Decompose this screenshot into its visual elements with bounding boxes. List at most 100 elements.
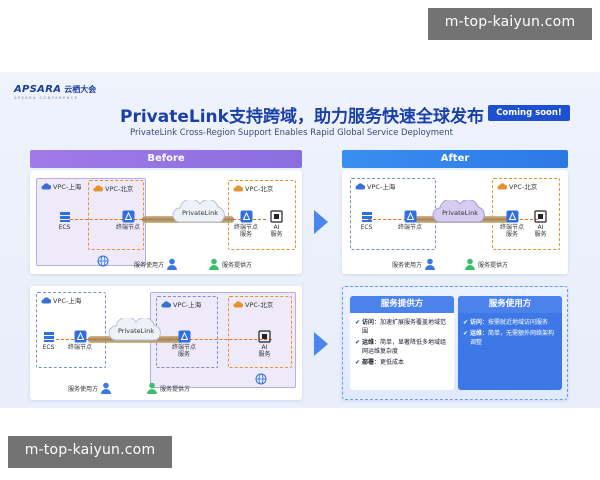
check-icon: ✔ [355,359,361,366]
check-icon: ✔ [355,319,361,326]
vpc-beijing-label: VPC-北京 [245,301,274,309]
ecs-label: ECS [58,224,71,231]
privatelink-label: PrivateLink [182,209,218,217]
globe-node [254,372,267,385]
cloud-icon [161,301,171,308]
endpoint-service-node: 终端节点 服务 [500,210,524,238]
endpoint-icon [122,210,135,223]
server-icon [58,210,71,223]
after-header: After [342,150,568,168]
apsara-logo: APSARA 云栖大会 APSARA CONFERENCE [14,84,97,100]
region-beijing: VPC-北京 [492,178,560,250]
user-icon [167,258,178,270]
user-icon [209,258,219,270]
benefit-item: ✔运维：简单，无需额外网络架构调整 [463,330,555,346]
endpoint-label: 终端节点 [398,224,423,231]
consumer-tag: 服务使用方 [134,258,178,270]
check-icon: ✔ [463,330,469,337]
after-diagram: VPC-上海 VPC-北京 PrivateLink ECS [342,170,568,274]
logo-sub-text: APSARA CONFERENCE [14,96,79,100]
coming-soon-badge: Coming soon! [488,105,570,121]
dashed-path [70,219,266,220]
consumer-label: 服务使用方 [134,261,165,269]
vpc-beijing-label: VPC-北京 [509,183,538,191]
before-top-diagram: VPC-上海 VPC-北京 VPC-北京 PrivateLink [30,170,302,274]
endpoint-service-label: 终端节点 服务 [234,224,259,238]
privatelink-label: PrivateLink [118,327,154,335]
cloud-icon [41,183,51,190]
endpoint-label: 终端节点 [68,344,93,351]
ecs-label: ECS [360,224,373,231]
endpoint-service-icon [178,330,191,343]
globe-icon [254,372,267,385]
provider-tag: 服务提供方 [146,382,190,394]
provider-tag: 服务提供方 [464,258,508,270]
ecs-label: ECS [42,344,55,351]
cloud-icon [93,185,103,192]
watermark-bottom: m-top-kaiyun.com [8,436,172,468]
consumer-tag: 服务使用方 [68,382,112,394]
ai-service-label: AI 服务 [270,224,283,238]
user-icon [465,258,475,270]
ai-chip-icon [258,330,271,343]
arrow-right-icon [314,210,328,234]
user-icon [101,382,112,394]
region-beijing-consumer: VPC-北京 [88,180,144,250]
before-header: Before [30,150,302,168]
vpc-shanghai-label: VPC-上海 [173,301,202,309]
endpoint-service-node: 终端节点 服务 [172,330,196,358]
provider-tag: 服务提供方 [208,258,252,270]
server-icon [42,330,55,343]
endpoint-service-label: 终端节点 服务 [500,224,525,238]
vpc-beijing-label: VPC-北京 [105,185,134,193]
user-icon [425,258,436,270]
check-icon: ✔ [463,319,469,326]
endpoint-node: 终端节点 [68,330,92,351]
cloud-icon [497,183,507,190]
slide-subtitle: PrivateLink Cross-Region Support Enables… [130,128,454,138]
endpoint-icon [74,330,87,343]
endpoint-service-label: 终端节点 服务 [172,344,197,358]
provider-label: 服务提供方 [478,261,509,269]
endpoint-node: 终端节点 [116,210,140,231]
cloud-icon [233,301,243,308]
vpc-beijing-label: VPC-北京 [245,185,274,193]
benefit-item: ✔运维：简单，显著降低多地域组网运维复杂度 [355,339,447,355]
consumer-label: 服务使用方 [68,385,99,393]
privatelink-cloud: PrivateLink [170,198,230,224]
dashed-path [56,339,272,340]
vpc-shanghai-label: VPC-上海 [53,297,82,305]
slide-title: PrivateLink支持跨域，助力服务快速全球发布 [120,107,484,127]
ai-service-label: AI 服务 [534,224,547,238]
consumer-benefits-card: 服务使用方 ✔访问：按需就近地域访问服务 ✔运维：简单，无需额外网络架构调整 [458,296,562,390]
region-beijing-provider: VPC-北京 [228,180,296,250]
consumer-card-title: 服务使用方 [458,296,562,313]
privatelink-label: PrivateLink [442,209,478,217]
ai-service-node: AI 服务 [270,210,283,238]
vpc-shanghai-label: VPC-上海 [53,183,82,191]
cloud-icon [355,183,365,190]
region-shanghai-consumer: VPC-上海 [36,292,106,368]
consumer-label: 服务使用方 [392,261,423,269]
ai-chip-icon [534,210,547,223]
privatelink-cloud: PrivateLink [430,198,490,224]
ai-chip-icon [270,210,283,223]
check-icon: ✔ [355,339,361,346]
globe-icon [96,254,109,267]
ecs-node: ECS [360,210,373,231]
logo-cn-text: 云栖大会 [64,85,97,94]
ai-service-label: AI 服务 [258,344,271,358]
privatelink-cloud: PrivateLink [106,316,166,342]
ai-service-node: AI 服务 [534,210,547,238]
arrow-right-icon [314,332,328,356]
endpoint-service-icon [506,210,519,223]
endpoint-node: 终端节点 [398,210,422,231]
before-bottom-diagram: VPC-上海 VPC-上海 VPC-北京 PrivateLin [30,286,302,400]
user-icon [147,382,157,394]
consumer-tag: 服务使用方 [392,258,436,270]
ai-service-node: AI 服务 [258,330,271,358]
provider-label: 服务提供方 [222,261,253,269]
cloud-icon [41,297,51,304]
endpoint-label: 终端节点 [116,224,141,231]
